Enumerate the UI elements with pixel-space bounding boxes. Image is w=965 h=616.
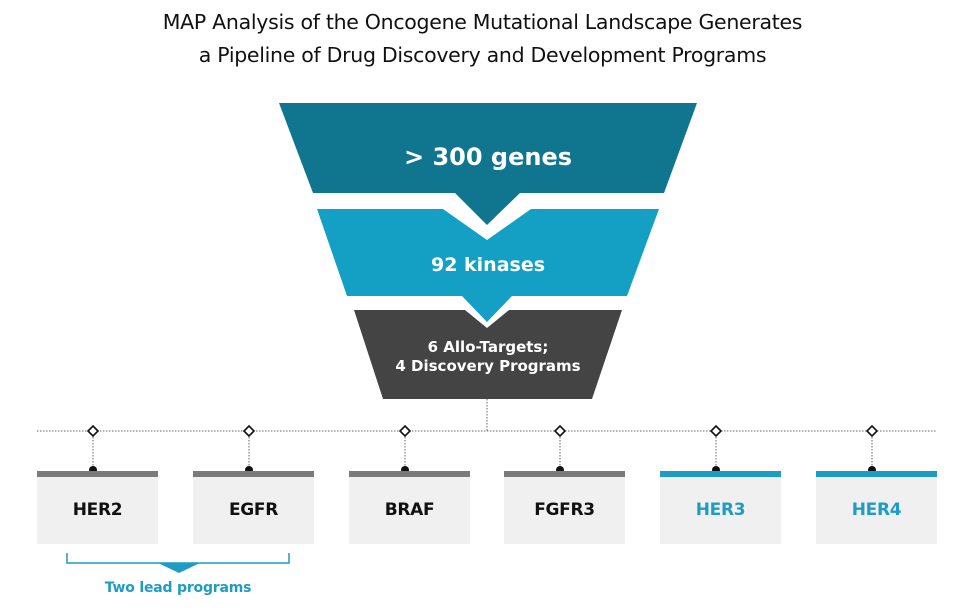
diamond-node-icon xyxy=(398,424,412,438)
funnel-stage-genes xyxy=(279,103,697,225)
program-label: HER4 xyxy=(851,500,902,520)
diamond-node-icon xyxy=(709,424,723,438)
diagram-title: MAP Analysis of the Oncogene Mutational … xyxy=(0,6,965,72)
program-status-bar xyxy=(193,471,314,477)
program-label: EGFR xyxy=(228,500,279,520)
diamond-node-icon xyxy=(553,424,567,438)
funnel-stage-allo-targets-label-line-2: 4 Discovery Programs xyxy=(395,357,580,375)
program-status-bar xyxy=(504,471,625,477)
program-status-bar xyxy=(349,471,470,477)
funnel-stage-genes-label: > 300 genes xyxy=(404,143,572,171)
program-label: HER2 xyxy=(72,500,123,520)
lead-programs-label: Two lead programs xyxy=(104,580,252,596)
lead-bracket-pointer-icon xyxy=(158,563,200,573)
funnel-stage-allo-targets-label-line-1: 6 Allo-Targets; xyxy=(428,338,549,356)
program-status-bar xyxy=(660,471,781,477)
title-line-2: a Pipeline of Drug Discovery and Develop… xyxy=(198,43,767,67)
program-label: HER3 xyxy=(695,500,746,520)
diamond-node-icon xyxy=(242,424,256,438)
program-status-bar xyxy=(37,471,158,477)
program-box-her2: HER2 xyxy=(37,471,158,544)
program-box-her3: HER3 xyxy=(660,471,781,544)
diamond-node-icon xyxy=(865,424,879,438)
program-box-braf: BRAF xyxy=(349,471,470,544)
lead-bracket xyxy=(66,553,290,564)
program-box-egfr: EGFR xyxy=(193,471,314,544)
program-box-fgfr3: FGFR3 xyxy=(504,471,625,544)
program-status-bar xyxy=(816,471,937,477)
funnel-stage-kinases xyxy=(317,209,659,322)
program-box-her4: HER4 xyxy=(816,471,937,544)
funnel-stage-allo-targets xyxy=(354,310,622,399)
program-label: BRAF xyxy=(384,500,435,520)
diamond-node-icon xyxy=(86,424,100,438)
title-line-1: MAP Analysis of the Oncogene Mutational … xyxy=(162,10,803,34)
program-connectors xyxy=(86,424,879,474)
program-label: FGFR3 xyxy=(534,500,595,520)
funnel-stage-kinases-label: 92 kinases xyxy=(431,254,545,276)
